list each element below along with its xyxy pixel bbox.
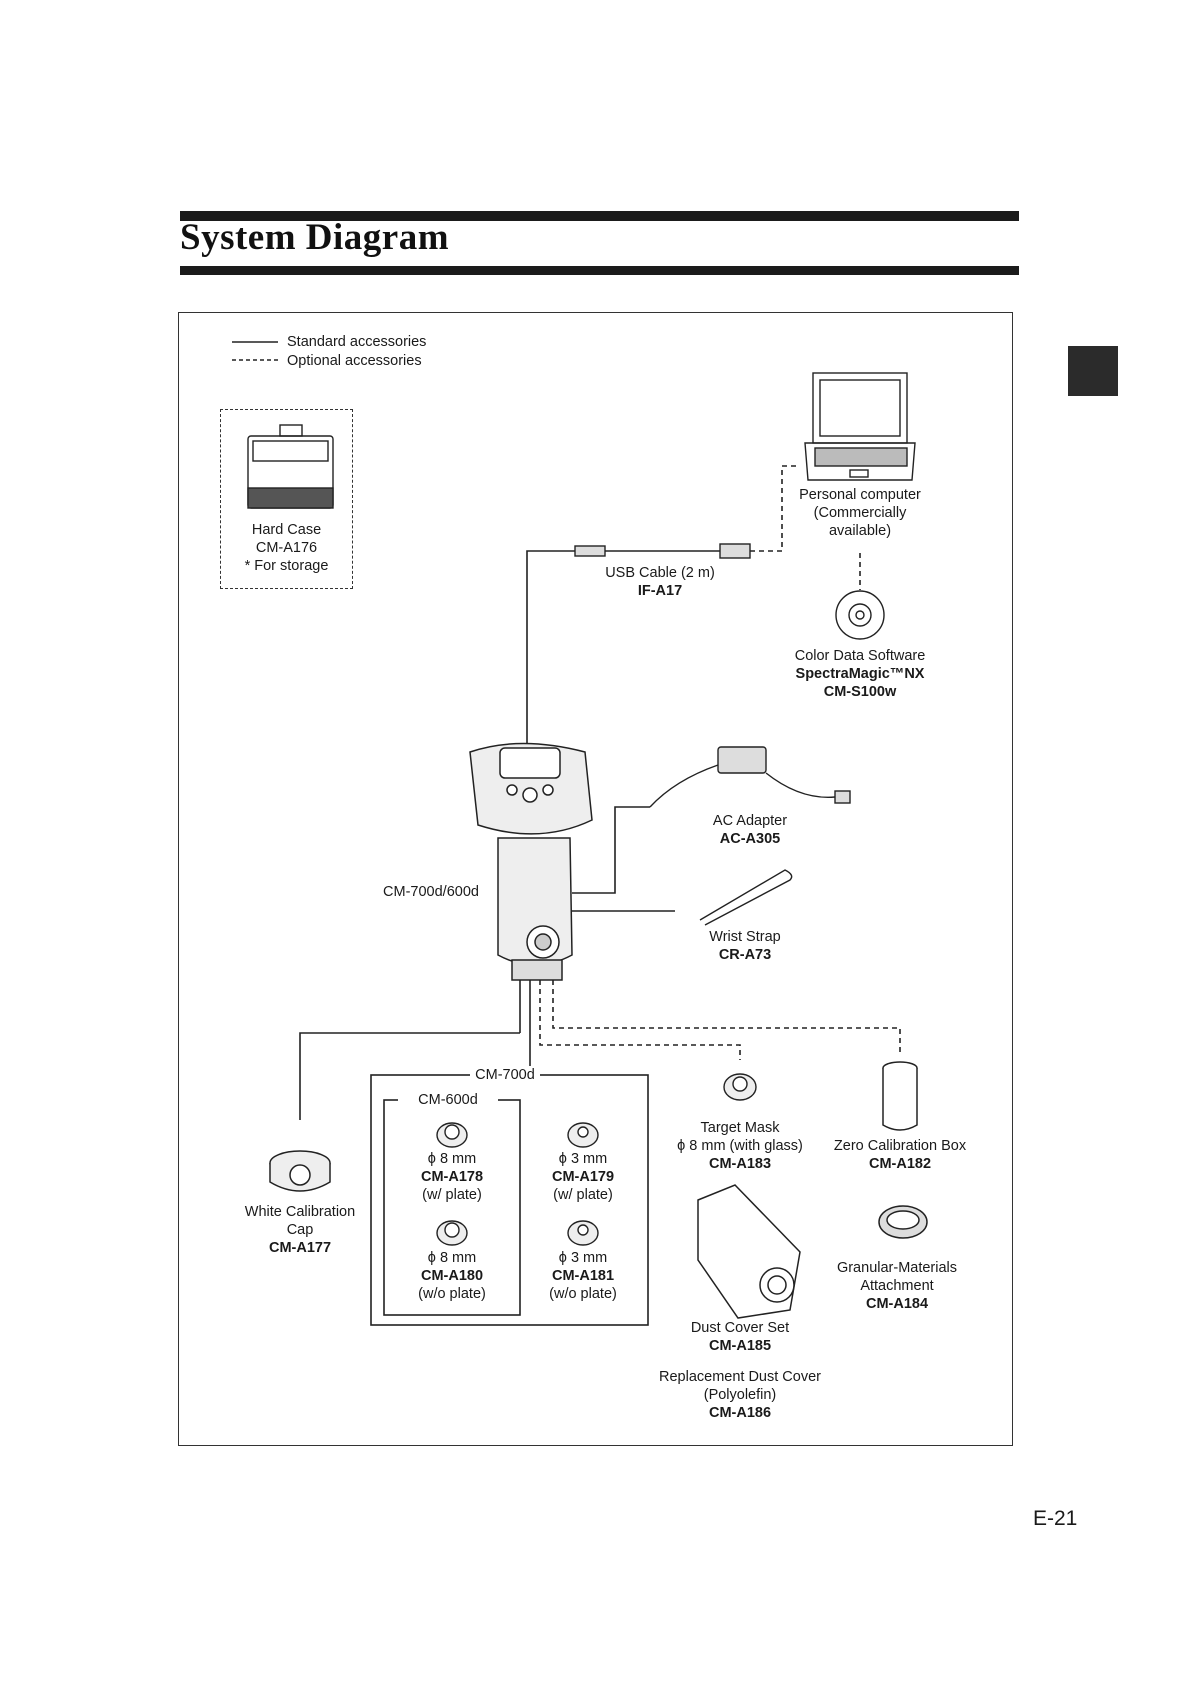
device-drawing: [469, 742, 593, 981]
zero-cal-box-drawing: [882, 1061, 918, 1131]
mask-a179-note: (w/ plate): [553, 1187, 613, 1203]
dust-cover-drawing: [697, 1184, 801, 1319]
white-cal-label: White Calibration Cap CM-A177: [230, 1203, 370, 1257]
mask-a178-note: (w/ plate): [422, 1187, 482, 1203]
device-label: CM-700d/600d: [383, 884, 479, 900]
ac-adapter-name: AC Adapter: [712, 813, 788, 829]
granular-label: Granular-Materials Attachment CM-A184: [822, 1259, 972, 1313]
legend-standard: Standard accessories: [287, 334, 427, 350]
ac-adapter-drawing: [649, 746, 851, 808]
mask-a178-code: CM-A178: [420, 1169, 484, 1185]
mask-a181-note: (w/o plate): [549, 1286, 617, 1302]
ac-adapter-code: AC-A305: [719, 831, 781, 847]
software-name: Color Data Software: [794, 648, 926, 664]
software-product: SpectraMagic™NX: [795, 666, 925, 682]
white-cal-code: CM-A177: [268, 1240, 332, 1256]
white-cal-line2: Cap: [286, 1222, 314, 1238]
replacement-line1: Replacement Dust Cover: [659, 1369, 821, 1385]
usb-code: IF-A17: [637, 583, 683, 599]
usb-label: USB Cable (2 m) IF-A17: [585, 564, 735, 600]
zero-cal-label: Zero Calibration Box CM-A182: [820, 1137, 980, 1173]
replacement-label: Replacement Dust Cover (Polyolefin) CM-A…: [640, 1368, 840, 1422]
title-top-rule: [180, 211, 1019, 221]
group-outer-label: CM-700d: [470, 1066, 540, 1084]
target-mask-code: CM-A183: [708, 1156, 772, 1172]
section-tab-marker: [1068, 346, 1118, 396]
usb-connectors: [574, 543, 751, 559]
laptop-drawing: [804, 372, 916, 481]
dust-cover-label: Dust Cover Set CM-A185: [670, 1319, 810, 1355]
pc-line1: Personal computer: [799, 487, 921, 503]
title-bottom-rule: [180, 266, 1019, 275]
replacement-code: CM-A186: [708, 1405, 772, 1421]
target-mask-size: ϕ 8 mm (with glass): [677, 1138, 803, 1154]
mask-a180-code: CM-A180: [420, 1268, 484, 1284]
mask-icons: [436, 1073, 757, 1246]
hard-case-code: CM-A176: [255, 540, 318, 556]
mask-a180-size: ϕ 8 mm: [427, 1250, 477, 1266]
granular-attachment-drawing: [878, 1205, 928, 1239]
pc-line3: available): [828, 523, 892, 539]
wrist-strap-name: Wrist Strap: [709, 929, 781, 945]
cd-disc-drawing: [835, 590, 885, 640]
hard-case-name: Hard Case: [251, 522, 322, 538]
mask-a180-label: ϕ 8 mm CM-A180 (w/o plate): [402, 1249, 502, 1303]
granular-code: CM-A184: [865, 1296, 929, 1312]
mask-a178-label: ϕ 8 mm CM-A178 (w/ plate): [402, 1150, 502, 1204]
page-title: System Diagram: [180, 217, 450, 258]
pc-label: Personal computer (Commercially availabl…: [780, 486, 940, 540]
wrist-strap-label: Wrist Strap CR-A73: [685, 928, 805, 964]
replacement-line2: (Polyolefin): [703, 1387, 777, 1403]
wrist-strap-code: CR-A73: [718, 947, 772, 963]
wrist-strap-drawing: [699, 869, 793, 926]
granular-line2: Attachment: [860, 1278, 934, 1294]
hard-case-label: Hard Case CM-A176 * For storage: [233, 521, 340, 575]
mask-a181-code: CM-A181: [551, 1268, 615, 1284]
page-number: E-21: [1033, 1507, 1078, 1530]
group-inner-label: CM-600d: [398, 1091, 498, 1109]
diagram-frame: [178, 312, 1013, 1446]
white-cal-cap-drawing: [269, 1150, 331, 1192]
software-code: CM-S100w: [823, 684, 897, 700]
hard-case-note: * For storage: [244, 558, 329, 574]
pc-line2: (Commercially: [813, 505, 907, 521]
target-mask-name: Target Mask: [700, 1120, 780, 1136]
mask-a181-label: ϕ 3 mm CM-A181 (w/o plate): [533, 1249, 633, 1303]
white-cal-line1: White Calibration: [244, 1204, 356, 1220]
ac-adapter-label: AC Adapter AC-A305: [685, 812, 815, 848]
mask-a179-label: ϕ 3 mm CM-A179 (w/ plate): [533, 1150, 633, 1204]
mask-a178-size: ϕ 8 mm: [427, 1151, 477, 1167]
granular-line1: Granular-Materials: [836, 1260, 958, 1276]
zero-cal-name: Zero Calibration Box: [833, 1138, 967, 1154]
dust-cover-code: CM-A185: [708, 1338, 772, 1354]
usb-name: USB Cable (2 m): [605, 565, 715, 581]
software-label: Color Data Software SpectraMagic™NX CM-S…: [775, 647, 945, 701]
zero-cal-code: CM-A182: [868, 1156, 932, 1172]
legend-optional: Optional accessories: [287, 353, 422, 369]
mask-a181-size: ϕ 3 mm: [558, 1250, 608, 1266]
hard-case-drawing: [247, 424, 334, 509]
hard-case-box: [220, 409, 353, 589]
mask-a179-code: CM-A179: [551, 1169, 615, 1185]
mask-a180-note: (w/o plate): [418, 1286, 486, 1302]
mask-a179-size: ϕ 3 mm: [558, 1151, 608, 1167]
target-mask-label: Target Mask ϕ 8 mm (with glass) CM-A183: [665, 1119, 815, 1173]
dust-cover-name: Dust Cover Set: [690, 1320, 790, 1336]
